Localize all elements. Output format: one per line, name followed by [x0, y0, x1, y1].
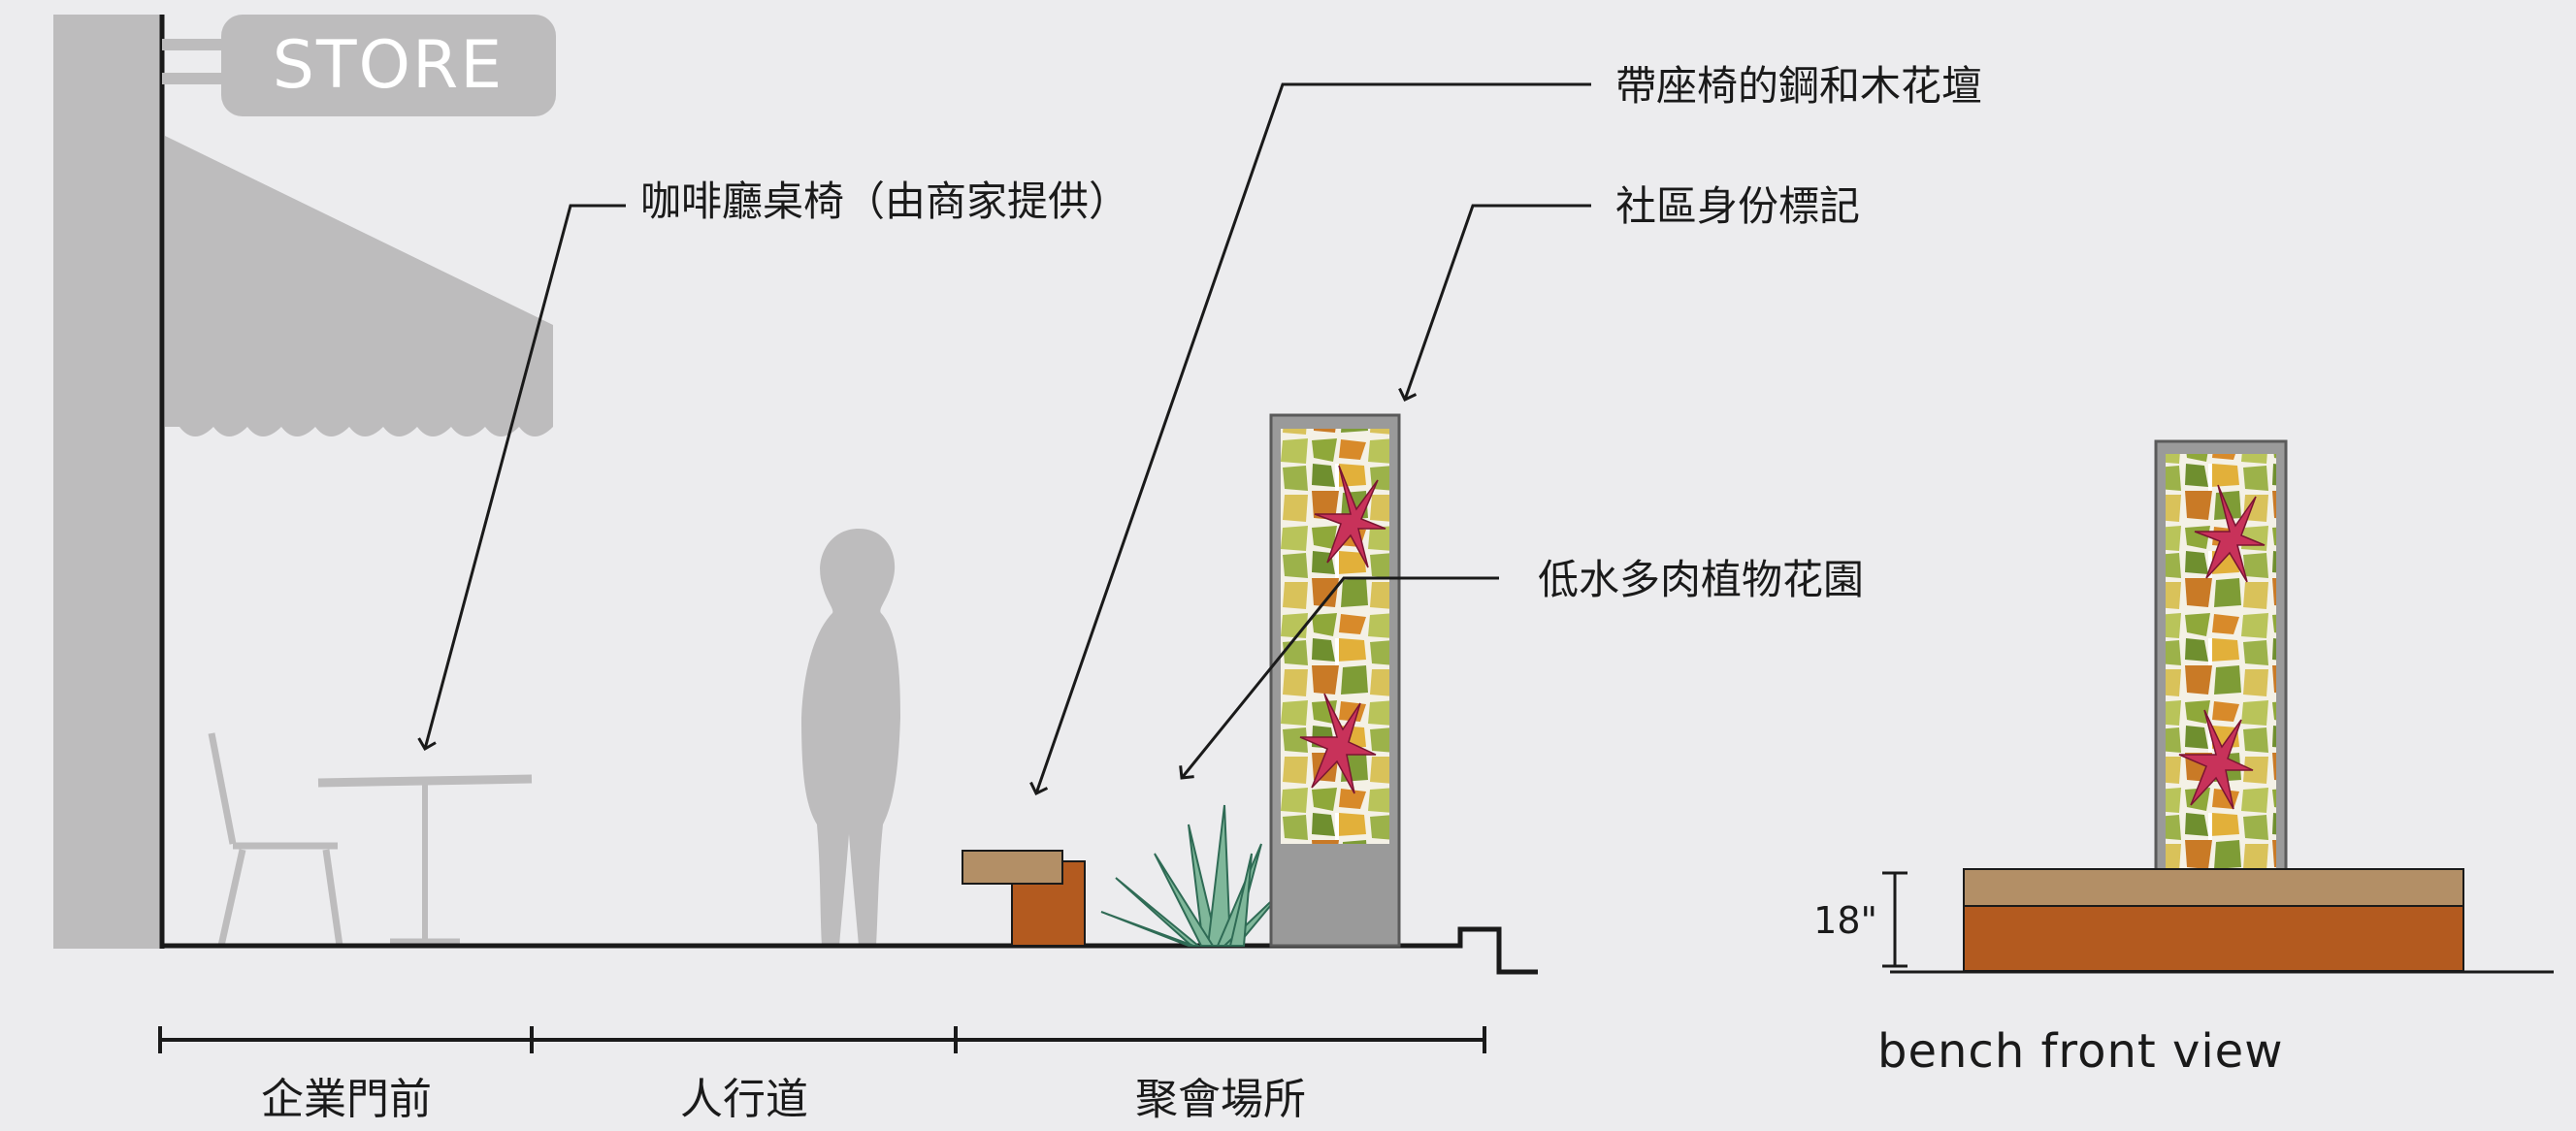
cafe-table: [317, 774, 533, 948]
front-view-caption: bench front view: [1877, 1024, 2283, 1079]
zone-dimension-line: [158, 1026, 1486, 1053]
mosaic-flower: [1299, 465, 1386, 794]
callout-community-marker: 社區身份標記: [1615, 182, 1860, 230]
awning: [165, 136, 553, 436]
cafe-chair: [208, 732, 343, 947]
community-identity-marker: [1269, 413, 1401, 948]
building-wall: [53, 15, 162, 949]
bench-wood-seat: [962, 850, 1063, 885]
front-bench-wood-seat: [1963, 868, 2464, 907]
height-dimension: [1882, 871, 1908, 968]
front-mosaic-flower: [2178, 484, 2266, 810]
callout-succulent-garden: 低水多肉植物花園: [1538, 556, 1864, 603]
pedestrian-silhouette: [801, 529, 900, 946]
front-bench-steel-base: [1963, 905, 2464, 972]
succulent-plant: [1100, 804, 1287, 947]
callout-bench-planter: 帶座椅的鋼和木花壇: [1615, 62, 1982, 110]
marker-mosaic-panel: [1281, 429, 1389, 844]
leader-cafe-furniture: [417, 204, 626, 752]
zone-label-storefront: 企業門前: [261, 1075, 432, 1124]
zone-label-sidewalk: 人行道: [680, 1075, 808, 1124]
leader-succulent-garden: [1179, 576, 1499, 780]
front-marker-mosaic: [2166, 454, 2276, 873]
sign-bracket: [162, 73, 222, 84]
sign-bracket: [162, 39, 222, 50]
bench-section: [962, 850, 1086, 947]
leader-bench-planter: [1029, 82, 1591, 796]
callout-leaders: [417, 82, 1591, 796]
sign-panel: [221, 15, 556, 116]
bench-front-view: 18" bench front view: [1813, 439, 2554, 1079]
store-sign-label: STORE: [273, 27, 504, 104]
zone-label-gathering: 聚會場所: [1135, 1075, 1306, 1124]
height-label: 18": [1813, 899, 1877, 942]
callout-cafe-furniture: 咖啡廳桌椅（由商家提供）: [640, 178, 1129, 225]
leader-community-marker: [1398, 204, 1591, 403]
store-sign: STORE: [162, 15, 556, 116]
